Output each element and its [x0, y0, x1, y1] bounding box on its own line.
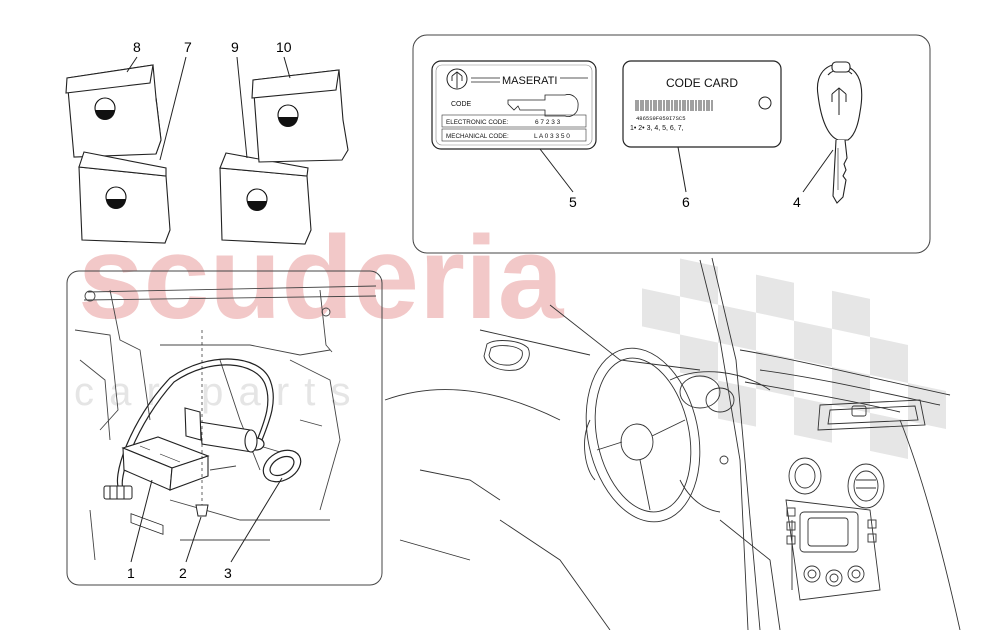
fixing-screw	[195, 330, 209, 517]
mechanical-code-label: MECHANICAL CODE:	[446, 133, 509, 140]
key-outline-icon	[507, 94, 579, 117]
callout-8: 8	[133, 39, 141, 55]
document-pouch-8	[65, 64, 162, 158]
wiring-connector	[103, 485, 133, 500]
leader-lines-pouches	[126, 56, 291, 161]
car-interior-illustration	[384, 257, 961, 630]
code-label-brand: MASERATI	[502, 75, 557, 87]
electronic-code-label: ELECTRONIC CODE:	[446, 119, 509, 126]
maserati-trident-icon	[446, 68, 468, 90]
code-card-barcode-text: 4865S9F059I7SC5	[636, 115, 686, 122]
watermark-tagline: c a r p a r t s	[74, 370, 353, 414]
mechanical-code-value: L A 0 3 3 5 0	[534, 133, 570, 140]
checkered-flag-watermark	[642, 258, 946, 459]
code-label-code: CODE	[451, 101, 472, 108]
ignition-key	[816, 61, 863, 204]
code-card: CODE CARD 4865S9F059I7SC5 1• 2• 3, 4, 5,…	[622, 60, 782, 148]
callout-4: 4	[793, 194, 801, 210]
immobilizer-control-module	[121, 436, 210, 535]
maserati-trident-icon	[831, 87, 847, 115]
code-label-tag: MASERATI CODE ELECTRONIC CODE: 6 7 2 3 3…	[431, 60, 597, 150]
barcode-icon	[635, 100, 713, 111]
callout-7: 7	[184, 39, 192, 55]
callout-6: 6	[682, 194, 690, 210]
callout-5: 5	[569, 194, 577, 210]
ignition-barrel	[184, 407, 258, 453]
immobilizer-detail-panel	[66, 270, 383, 586]
leader-lines-top-panel	[539, 146, 834, 193]
callout-9: 9	[231, 39, 239, 55]
code-card-sequence: 1• 2• 3, 4, 5, 6, 7,	[630, 125, 684, 132]
document-pouch-9	[219, 152, 312, 245]
callout-10: 10	[276, 39, 292, 55]
document-pouch-10	[251, 69, 349, 163]
document-pouch-7	[78, 151, 171, 244]
callout-3: 3	[224, 565, 232, 581]
callout-1: 1	[127, 565, 135, 581]
code-items-panel	[412, 34, 931, 254]
electronic-code-value: 6 7 2 3 3	[535, 119, 561, 126]
leader-lines-detail	[130, 477, 283, 563]
code-card-title: CODE CARD	[666, 76, 738, 90]
callout-2: 2	[179, 565, 187, 581]
